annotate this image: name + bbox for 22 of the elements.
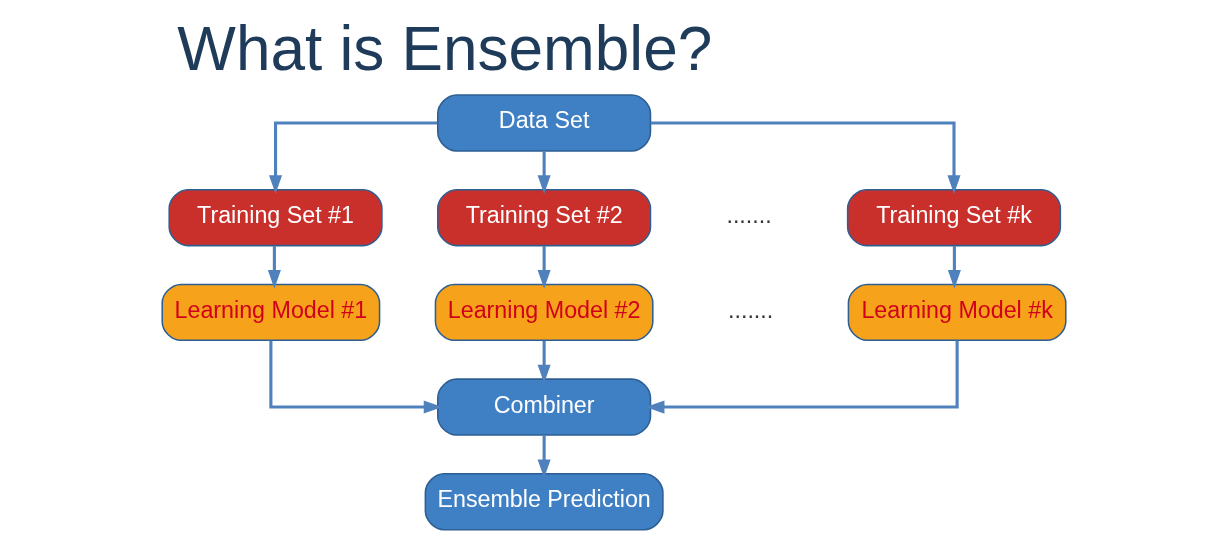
node-box: Learning Model #k [847, 283, 1067, 342]
arrow [537, 246, 551, 289]
arrow [537, 340, 551, 384]
node-box: Combiner [437, 378, 652, 436]
arrow [650, 121, 961, 194]
arrow [537, 435, 551, 479]
node-box: Training Set #k [846, 188, 1062, 247]
label: ....... [728, 296, 774, 323]
node-box: Learning Model #2 [434, 283, 654, 342]
node-box: Training Set #1 [168, 188, 383, 247]
label: ....... [726, 202, 772, 229]
arrow [269, 340, 443, 414]
node-box: Learning Model #1 [161, 283, 381, 342]
arrow [645, 340, 959, 414]
arrow [537, 151, 551, 194]
node-box: Ensemble Prediction [424, 473, 664, 531]
arrow [269, 121, 438, 194]
diagram-title: What is Ensemble? [177, 14, 713, 84]
node-box: Data Set [437, 94, 652, 152]
node-box: Training Set #2 [437, 188, 652, 247]
arrow [947, 246, 961, 289]
arrow [267, 246, 281, 289]
